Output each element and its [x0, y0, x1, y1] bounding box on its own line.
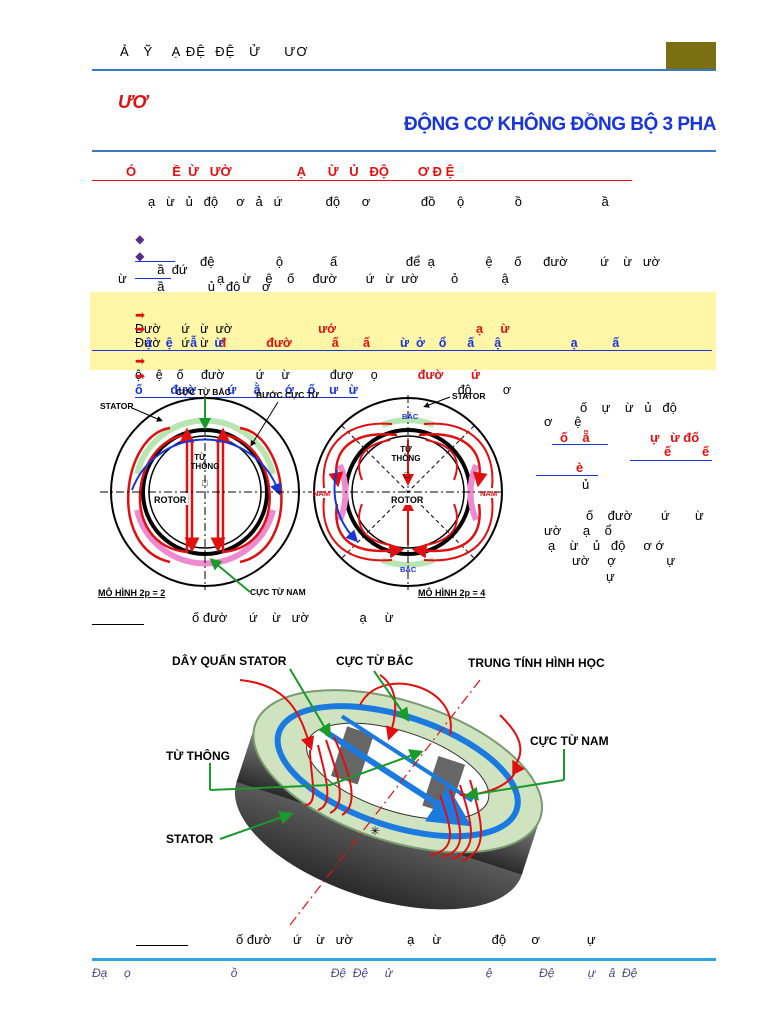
- flux-label: TỪ THÔNG: [166, 748, 230, 763]
- pole-step-label: BƯỚC CỰC TỪ: [256, 389, 320, 400]
- side-l6: ủ: [582, 477, 590, 492]
- intro-line-1: ạ ừ ủ độ ơ ả ứ độ ơ đồ ộ ồ ầ: [148, 194, 609, 209]
- side-l10: ườ ợ ự: [572, 553, 676, 568]
- diamond-bullet-icon: ◆: [135, 232, 145, 246]
- side-l9: ạ ừ ủ độ ơ ớ: [548, 538, 665, 553]
- header-color-block: [666, 42, 716, 70]
- side-underline-2: [630, 460, 712, 461]
- pole-south-label: CỰC TỪ NAM: [250, 586, 306, 597]
- stator-label-right: STATOR: [452, 391, 486, 401]
- side-l4b: ế: [702, 444, 710, 459]
- model-right-caption: MÔ HÌNH 2p = 4: [418, 587, 485, 598]
- rotor-label-right: ROTOR: [391, 495, 424, 505]
- intro-line-5: ừ ạ ừ ệ ố đườ ứ ừ ườ ỏ ậ: [118, 271, 509, 286]
- neutral-label: TRUNG TÍNH HÌNH HỌC: [468, 655, 605, 670]
- intro-line-4: đệ ộ ấ để ạ ệ ố đườ ứ ừ ườ: [200, 254, 661, 269]
- caption-2-underline: [136, 945, 188, 946]
- highlight-box: [90, 292, 716, 370]
- nam-label-left: NAM: [313, 489, 330, 498]
- figure-1-caption: ố đườ ứ ừ ườ ạ ừ: [192, 610, 394, 625]
- stator-3d-figure: ✳ DÂY QUẤN STATOR CỰC TỪ BẮC TRUNG TÍNH …: [166, 653, 609, 926]
- chapter-number: ƯƠ: [118, 92, 148, 112]
- svg-text:✳: ✳: [370, 824, 380, 838]
- diamond-bullet-icon: ◆: [135, 249, 145, 263]
- side-l7: ố đườ ứ ừ: [586, 508, 704, 523]
- running-header: Ả Ỹ Ạ ĐỆ ĐỆ Ử ƯƠ: [120, 44, 309, 59]
- bullet-1-text: ầ đứ: [157, 262, 188, 277]
- arrow-right-icon: ➡: [134, 322, 146, 336]
- arrow-right-icon: ➡: [134, 354, 146, 368]
- side-l8: ườ ạ ổ: [544, 523, 612, 538]
- side-l11: ự: [606, 569, 615, 584]
- footer-text: Đạ ọ ồ Đệ Đệ ử ệ Đệ ự â Đệ: [92, 966, 638, 980]
- south-pole-label: CỰC TỪ NAM: [530, 733, 609, 748]
- stator-ring: [234, 689, 544, 910]
- figure-2-caption: ố đườ ứ ừ ườ ạ ừ độ ơ ự: [236, 932, 596, 947]
- intro-bullet-1: ◆ ầ đứ: [128, 216, 188, 277]
- caption-1-underline: [92, 624, 144, 625]
- arrow-right-icon: ➡: [134, 308, 146, 322]
- arrow-right-icon: ➡: [134, 369, 146, 383]
- side-underline-1: [552, 444, 608, 445]
- bullet-2-text: ầ ủ độ ơ: [157, 279, 271, 294]
- stator-label-left: STATOR: [100, 401, 134, 411]
- south-label-right: BẮC: [400, 565, 417, 574]
- side-l4a: ế: [664, 444, 672, 459]
- highlight-row-3: ậ ệ ẫ ừ: [92, 322, 712, 351]
- header-rule: [92, 69, 716, 71]
- nam-label-right: NAM: [480, 489, 497, 498]
- section-underline: [92, 180, 632, 181]
- north-pole-label: CỰC TỪ BẮC: [336, 653, 414, 668]
- stator-label-3d: STATOR: [166, 832, 214, 846]
- title-rule: [92, 150, 716, 152]
- north-label-right: BẮC: [402, 412, 419, 421]
- rotor-label-left: ROTOR: [154, 495, 187, 505]
- windings: [239, 674, 525, 862]
- chapter-title: ĐỘNG CƠ KHÔNG ĐỒNG BỘ 3 PHA: [403, 114, 717, 135]
- section-heading: Ó Ề Ừ ƯỜ Ạ Ừ Ủ ĐỘ Ơ Đ Ệ: [126, 164, 455, 179]
- side-l3b: ự ừ đố: [650, 430, 700, 445]
- footer-rule: [92, 958, 716, 961]
- pole-north-label: CỰC TỪ BẮC: [176, 386, 231, 397]
- svg-text:□: □: [202, 478, 208, 488]
- model-left-caption: MÔ HÌNH 2p = 2: [98, 587, 165, 598]
- winding-label: DÂY QUẤN STATOR: [172, 653, 287, 668]
- side-underline-3: [536, 475, 598, 476]
- side-l3a: ố ẵ: [560, 430, 590, 445]
- svg-text:□: □: [404, 470, 410, 480]
- side-l2: ơ ệ: [544, 414, 582, 429]
- intro-bullet-2: ◆ ầ ủ độ ơ: [128, 233, 271, 294]
- side-l1: ố ự ừ ủ độ: [580, 400, 677, 415]
- side-l5: è: [576, 460, 584, 475]
